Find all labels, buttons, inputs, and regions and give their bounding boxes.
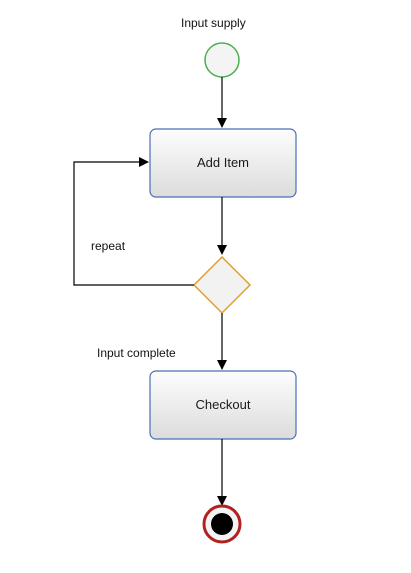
activity-checkout[interactable] <box>149 370 297 440</box>
edge-repeat-label: repeat <box>91 239 126 253</box>
decision-node[interactable] <box>192 255 252 315</box>
end-node-inner <box>211 513 233 535</box>
start-node[interactable] <box>204 42 240 78</box>
edge-input-complete-label: Input complete <box>97 346 176 360</box>
edge-repeat-loop <box>73 157 194 286</box>
activity-add-item-label: Add Item <box>196 155 250 170</box>
activity-checkout-label: Checkout <box>195 397 251 412</box>
start-label: Input supply <box>181 16 246 30</box>
activity-add-item[interactable] <box>149 128 297 198</box>
